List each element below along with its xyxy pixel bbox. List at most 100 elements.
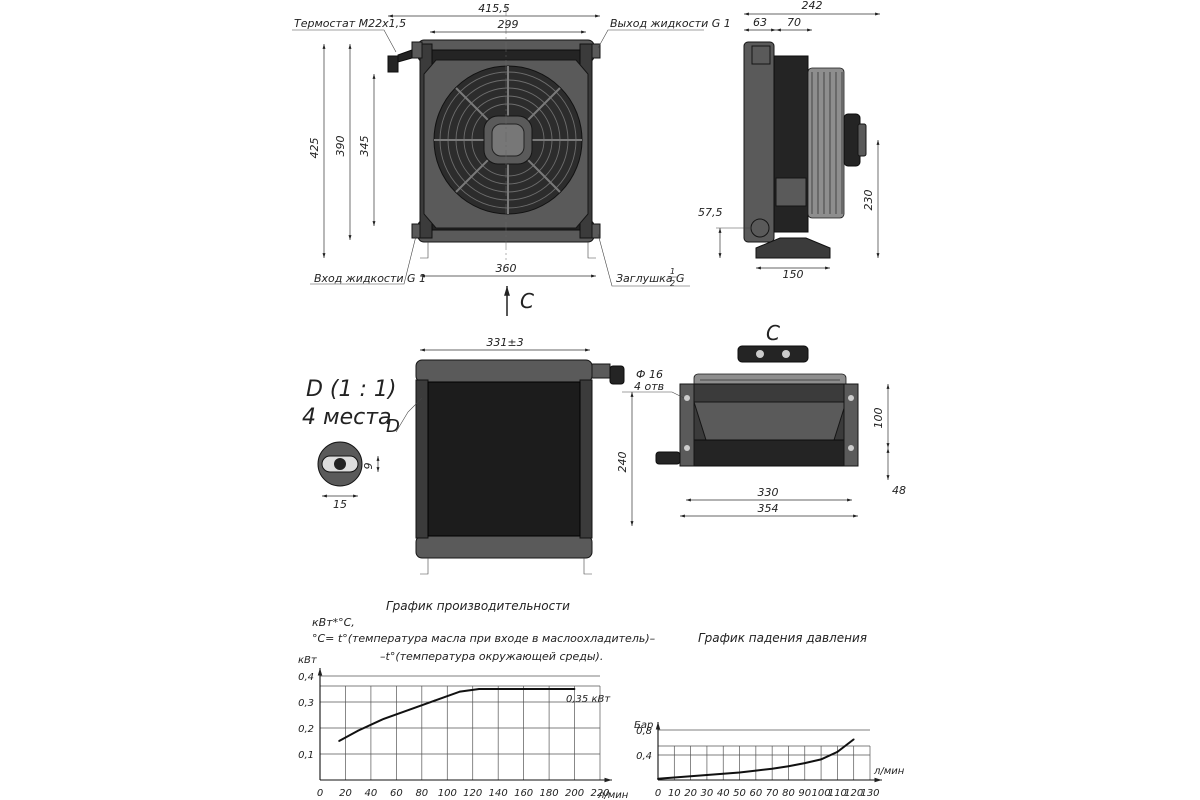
data-point [338, 740, 340, 742]
top-hole-tr [848, 395, 854, 401]
top-hole-tl [684, 395, 690, 401]
leader-inlet [310, 235, 417, 285]
x-tick-label: 10 [668, 788, 681, 799]
x-tick-label: 60 [390, 788, 403, 799]
front-right-leg [587, 242, 596, 259]
data-point [357, 729, 360, 732]
data-point [478, 688, 480, 690]
callout-plug-num: 1 [670, 267, 675, 276]
x-tick-label: 200 [565, 788, 584, 799]
leader-detail-d [395, 397, 423, 433]
data-point [522, 688, 525, 690]
dim-48: 48 [892, 484, 906, 497]
performance-definition-2: –t°(температура окружающей среды). [380, 650, 603, 663]
x-tick-label: 40 [717, 788, 730, 799]
performance-annotation: 0,35 кВт [566, 694, 611, 705]
data-point [771, 767, 774, 770]
x-tick-label: 20 [684, 788, 697, 799]
side-guard-wires [811, 72, 843, 214]
x-tick-label: 130 [860, 788, 879, 799]
callout-plug-den: 2 [670, 279, 675, 288]
front-view: 415,5 299 425 390 345 360 Термостат М22х… [292, 2, 731, 288]
x-tick-label: 60 [749, 788, 762, 799]
x-tick-label: 80 [415, 788, 428, 799]
performance-unit-line: кВт*°С, [312, 616, 355, 629]
y-tick-label: 0,4 [298, 672, 314, 683]
data-point [836, 750, 839, 753]
fan-motor-cap [491, 123, 525, 157]
rear-right-side [579, 379, 593, 539]
thermostat-plug [387, 55, 399, 73]
data-point [803, 762, 806, 765]
dim-150: 150 [783, 268, 804, 281]
performance-definition-1: °С= t°(температура масла при входе в мас… [312, 632, 656, 645]
x-tick-label: 120 [463, 788, 482, 799]
side-port-bottom [750, 218, 770, 238]
detail-d-marker: D [386, 416, 400, 437]
data-point [573, 688, 576, 690]
data-point [722, 772, 725, 775]
dim-242: 242 [802, 0, 823, 12]
top-motor-bolt-left [756, 350, 764, 358]
dim-354: 354 [758, 502, 779, 515]
x-tick-label: 50 [733, 788, 746, 799]
data-point [787, 765, 790, 768]
rear-port [591, 363, 611, 379]
top-shroud [693, 401, 847, 441]
leader-outlet [597, 29, 704, 49]
top-right-bracket [843, 383, 859, 467]
dim-230: 230 [862, 190, 875, 211]
side-junction-box [775, 177, 807, 207]
rear-right-leg [583, 558, 592, 575]
x-tick-label: 100 [438, 788, 457, 799]
detail-d-subtitle: 4 места [302, 405, 392, 430]
performance-xlabel: л/мин [597, 790, 629, 800]
x-tick-label: 160 [514, 788, 533, 799]
front-left-leg [420, 242, 429, 259]
data-point [433, 699, 436, 702]
data-point [548, 688, 550, 690]
x-tick-label: 90 [798, 788, 811, 799]
data-point [459, 690, 461, 693]
leader-plug [597, 233, 690, 287]
rear-left-side [415, 379, 429, 539]
rear-top-tank [415, 359, 593, 383]
side-port-top [751, 45, 771, 65]
y-tick-label: 0,2 [298, 724, 314, 735]
dim-299: 299 [498, 18, 519, 31]
rear-view: 331±3 240 [395, 336, 634, 575]
x-tick-label: 100 [812, 788, 831, 799]
dim-9: 9 [362, 463, 375, 470]
thermostat-connector [397, 49, 413, 63]
dim-57: 57,5 [698, 206, 723, 219]
x-tick-label: 120 [844, 788, 863, 799]
data-point [408, 708, 410, 711]
leader-holes [622, 391, 685, 399]
data-point [673, 776, 676, 779]
top-view: C Ф 16 4 отв 100 48 330 354 [622, 321, 906, 518]
data-point [689, 775, 692, 778]
data-point [706, 774, 708, 776]
data-point [738, 771, 741, 774]
rear-port-connector [609, 365, 625, 385]
series-line [338, 688, 575, 742]
outlet-port [591, 43, 601, 59]
x-tick-label: 40 [365, 788, 378, 799]
data-point [852, 738, 855, 741]
performance-ylabel: кВт [298, 655, 318, 666]
side-base [755, 237, 831, 259]
view-c-arrow-label: C [520, 289, 534, 313]
y-tick-label: 0,1 [298, 750, 314, 761]
thermostat-port [411, 41, 423, 59]
side-view: 242 63 70 230 57,5 150 [698, 0, 880, 281]
detail-d-title: D (1 : 1) [306, 377, 397, 402]
rear-left-leg [420, 558, 429, 575]
x-tick-label: 80 [782, 788, 795, 799]
dim-390: 390 [334, 136, 347, 157]
top-core [693, 439, 847, 467]
rear-bottom-tank [415, 535, 593, 559]
